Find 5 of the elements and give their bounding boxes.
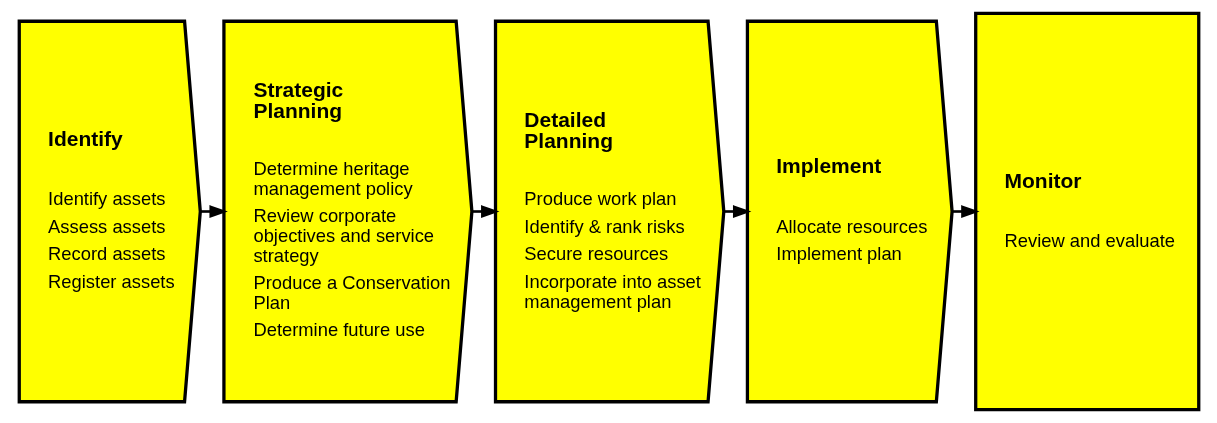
arrow (199, 205, 228, 218)
node-box: Monitor Review and evaluate (973, 11, 1200, 412)
arrow (951, 205, 980, 218)
arrow (723, 205, 751, 218)
arrow (471, 205, 499, 218)
